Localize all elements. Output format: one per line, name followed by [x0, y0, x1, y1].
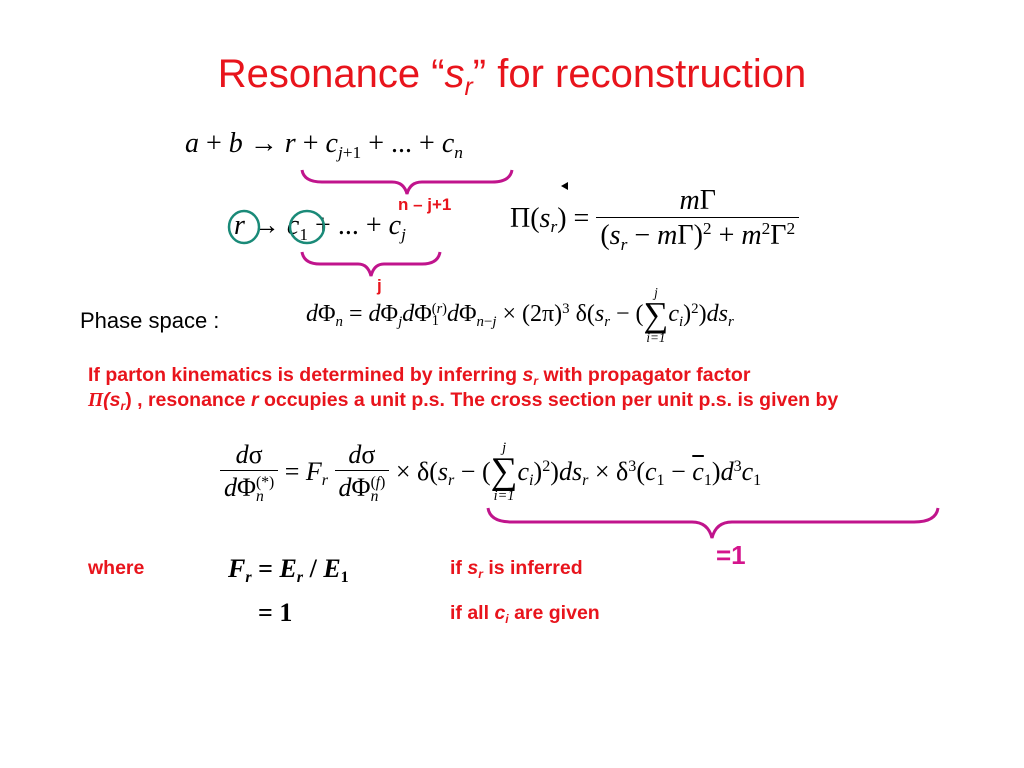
fr-equals-one: = 1 [258, 598, 293, 627]
title-var: s [444, 52, 465, 96]
propagator-equation: Π(sr) = mΓ (sr − mΓ)2 + m2Γ2 [510, 185, 800, 254]
phase-space-label: Phase space : [80, 308, 220, 333]
j-label: j [377, 276, 382, 295]
explanation-paragraph: If parton kinematics is determined by in… [88, 364, 839, 414]
title-after: ” for reconstruction [472, 52, 807, 96]
title-before: Resonance “ [217, 52, 445, 96]
brace-n-minus-j [300, 169, 514, 195]
if-sr-inferred: if sr is inferred [450, 557, 583, 581]
n-minus-j-label: n – j+1 [398, 195, 452, 214]
reaction-equation: a + b → r + cj+1 + ... + cn [185, 128, 463, 162]
where-label: where [88, 557, 145, 579]
title-sub: r [464, 73, 473, 101]
fr-definition: Fr = Er / E1 [228, 554, 349, 587]
brace-j [300, 251, 442, 277]
circle-c1 [288, 209, 326, 245]
if-all-given: if all ci are given [450, 602, 600, 626]
brace-equals-one [486, 507, 940, 539]
circle-r [227, 209, 261, 245]
cross-section-equation: dσ dΦ(*)n = Fr dσ dΦ(f)n × δ(sr − (j∑i=1… [220, 440, 761, 504]
pointer-marker [561, 182, 568, 190]
equals-one-label: =1 [716, 540, 746, 570]
slide-title: Resonance “sr” for reconstruction [0, 52, 1024, 101]
